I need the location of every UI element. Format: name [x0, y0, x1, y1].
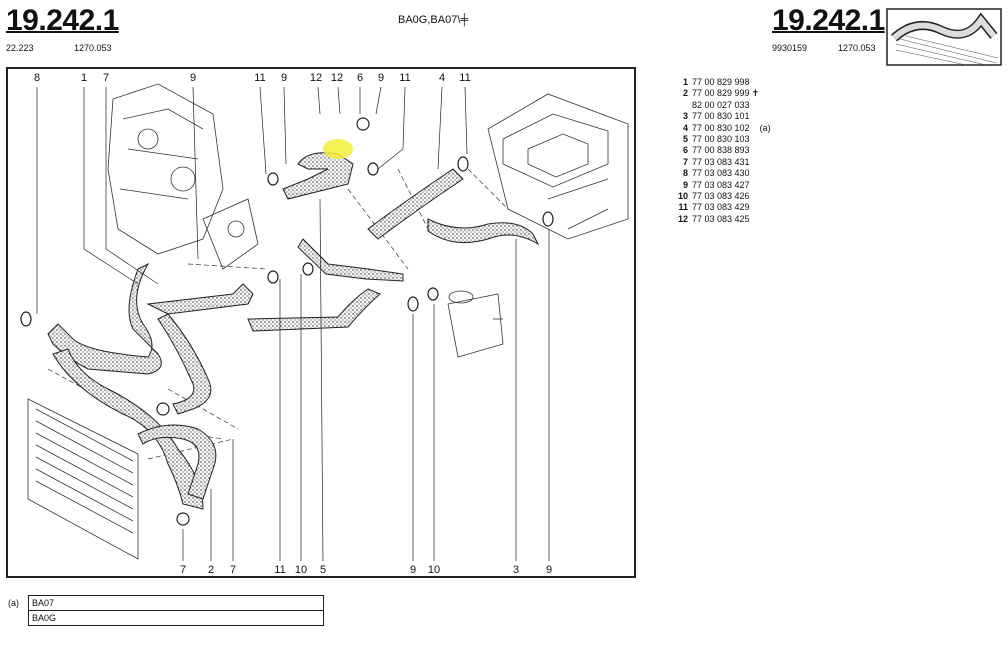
- parts-row: 6 77 00 838 893: [676, 145, 771, 156]
- callout-top-11: 11: [399, 72, 411, 84]
- part-reference: 77 00 838 893: [692, 145, 750, 156]
- hose-4: [367, 168, 464, 240]
- part-number: 10: [677, 191, 688, 202]
- parts-row: 8 77 03 083 430: [676, 168, 771, 179]
- callout-top-6: 9: [280, 72, 288, 84]
- thumbnail-radiator-hose-icon: [886, 8, 1002, 66]
- hose-6-pipe: [282, 152, 354, 200]
- parts-row: 9 77 03 083 427: [676, 180, 771, 191]
- part-number: 7: [682, 156, 688, 167]
- part-reference: 77 00 830 102: [692, 122, 750, 133]
- callout-top-12: 4: [438, 72, 446, 84]
- part-6-highlight: [323, 139, 353, 159]
- hose-lower: [137, 424, 217, 500]
- callout-bottom-5: 10: [294, 564, 308, 576]
- part-reference: 77 00 830 101: [692, 111, 750, 122]
- callout-top-3: 7: [102, 72, 110, 84]
- callout-bottom-9: 3: [512, 564, 520, 576]
- callout-top-5: 11: [254, 72, 266, 84]
- legend-mark: (a): [8, 598, 19, 608]
- section-code-right: 9930159: [772, 43, 808, 53]
- part-number: 12: [677, 213, 688, 224]
- engine-variants: BA0G,BA07\╪: [398, 14, 468, 26]
- part-reference: 77 00 829 998: [692, 77, 750, 87]
- part-reference: 77 03 083 427: [692, 179, 750, 190]
- hose-branch: [157, 313, 212, 415]
- part-reference: 77 00 829 999: [692, 88, 750, 99]
- hose-5: [297, 238, 404, 282]
- parts-row: 2 77 00 829 999✝: [676, 88, 771, 99]
- callout-bottom-3: 7: [229, 564, 237, 576]
- part-note: (a): [759, 122, 771, 133]
- parts-row: 10 77 03 083 426: [676, 191, 771, 202]
- callout-top-9: 6: [356, 72, 364, 84]
- part-number: 8: [682, 168, 688, 179]
- callout-bottom-8: 10: [427, 564, 441, 576]
- expansion-tank-drawing: [447, 290, 504, 358]
- diagram-frame: [6, 67, 636, 578]
- legend-row: BA0G: [29, 610, 323, 625]
- section-code-left-2: 1270.053: [74, 43, 112, 53]
- callout-top-4: 9: [189, 72, 197, 84]
- heater-unit-drawing: [487, 93, 629, 240]
- legend-row: BA07: [32, 598, 55, 608]
- page-reference-right: 19.242.1: [772, 4, 885, 37]
- hose-to-tank: [247, 288, 381, 332]
- parts-list: 1 77 00 829 998 2 77 00 829 999✝ 82 00 027…: [676, 77, 771, 225]
- part-reference: 77 03 083 429: [692, 202, 750, 213]
- part-number: 6: [682, 145, 688, 156]
- callout-top-7: 12: [309, 72, 323, 84]
- part-number: 5: [682, 134, 688, 145]
- parts-row: 12 77 03 083 425: [676, 214, 771, 225]
- part-number: 3: [682, 111, 688, 122]
- part-number: 4: [682, 122, 688, 133]
- callout-top-10: 9: [377, 72, 385, 84]
- callout-bottom-2: 2: [207, 564, 215, 576]
- hose-3: [427, 218, 540, 246]
- callout-bottom-10: 9: [545, 564, 553, 576]
- variant-symbol: ╪: [460, 14, 469, 26]
- part-reference: 77 03 083 425: [692, 213, 750, 224]
- part-number: 2: [682, 88, 688, 99]
- callout-top-2: 1: [80, 72, 88, 84]
- parts-row: 3 77 00 830 101: [676, 111, 771, 122]
- part-number: 1: [682, 77, 688, 87]
- part-number: 9: [682, 179, 688, 190]
- variant-legend: BA07 BA0G: [28, 595, 324, 626]
- part-note: ✝: [751, 88, 760, 99]
- part-reference: 77 03 083 430: [692, 168, 750, 179]
- page-reference-left: 19.242.1: [6, 4, 119, 37]
- hose-upper-engine: [146, 283, 254, 315]
- parts-row: 5 77 00 830 103: [676, 134, 771, 145]
- section-code-left: 22.223: [6, 43, 34, 53]
- part-reference: 77 03 083 426: [692, 191, 750, 202]
- parts-row: 82 00 027 033: [676, 100, 771, 111]
- callout-bottom-6: 5: [319, 564, 327, 576]
- section-code-right-2: 1270.053: [838, 43, 876, 53]
- callout-top-8: 12: [330, 72, 344, 84]
- radiator-drawing: [27, 398, 139, 560]
- cooling-hose-diagram: [20, 83, 629, 562]
- callout-bottom-7: 9: [409, 564, 417, 576]
- callout-top-13: 11: [459, 72, 471, 84]
- hose-2: [52, 348, 204, 510]
- part-reference: 77 00 830 103: [692, 134, 750, 145]
- engine-variants-label: BA0G,BA07\: [398, 14, 461, 26]
- part-reference: 82 00 027 033: [692, 99, 750, 110]
- parts-row: 4 77 00 830 102 (a): [676, 123, 771, 134]
- callout-bottom-4: 11: [274, 564, 286, 576]
- parts-row: 7 77 03 083 431: [676, 157, 771, 168]
- parts-row: 1 77 00 829 998: [676, 77, 771, 88]
- callout-top-1: 8: [33, 72, 41, 84]
- part-reference: 77 03 083 431: [692, 156, 750, 167]
- hose-1: [47, 262, 162, 375]
- parts-row: 11 77 03 083 429: [676, 202, 771, 213]
- engine-block-drawing: [107, 83, 259, 270]
- part-number: 11: [678, 202, 688, 213]
- callout-bottom-1: 7: [179, 564, 187, 576]
